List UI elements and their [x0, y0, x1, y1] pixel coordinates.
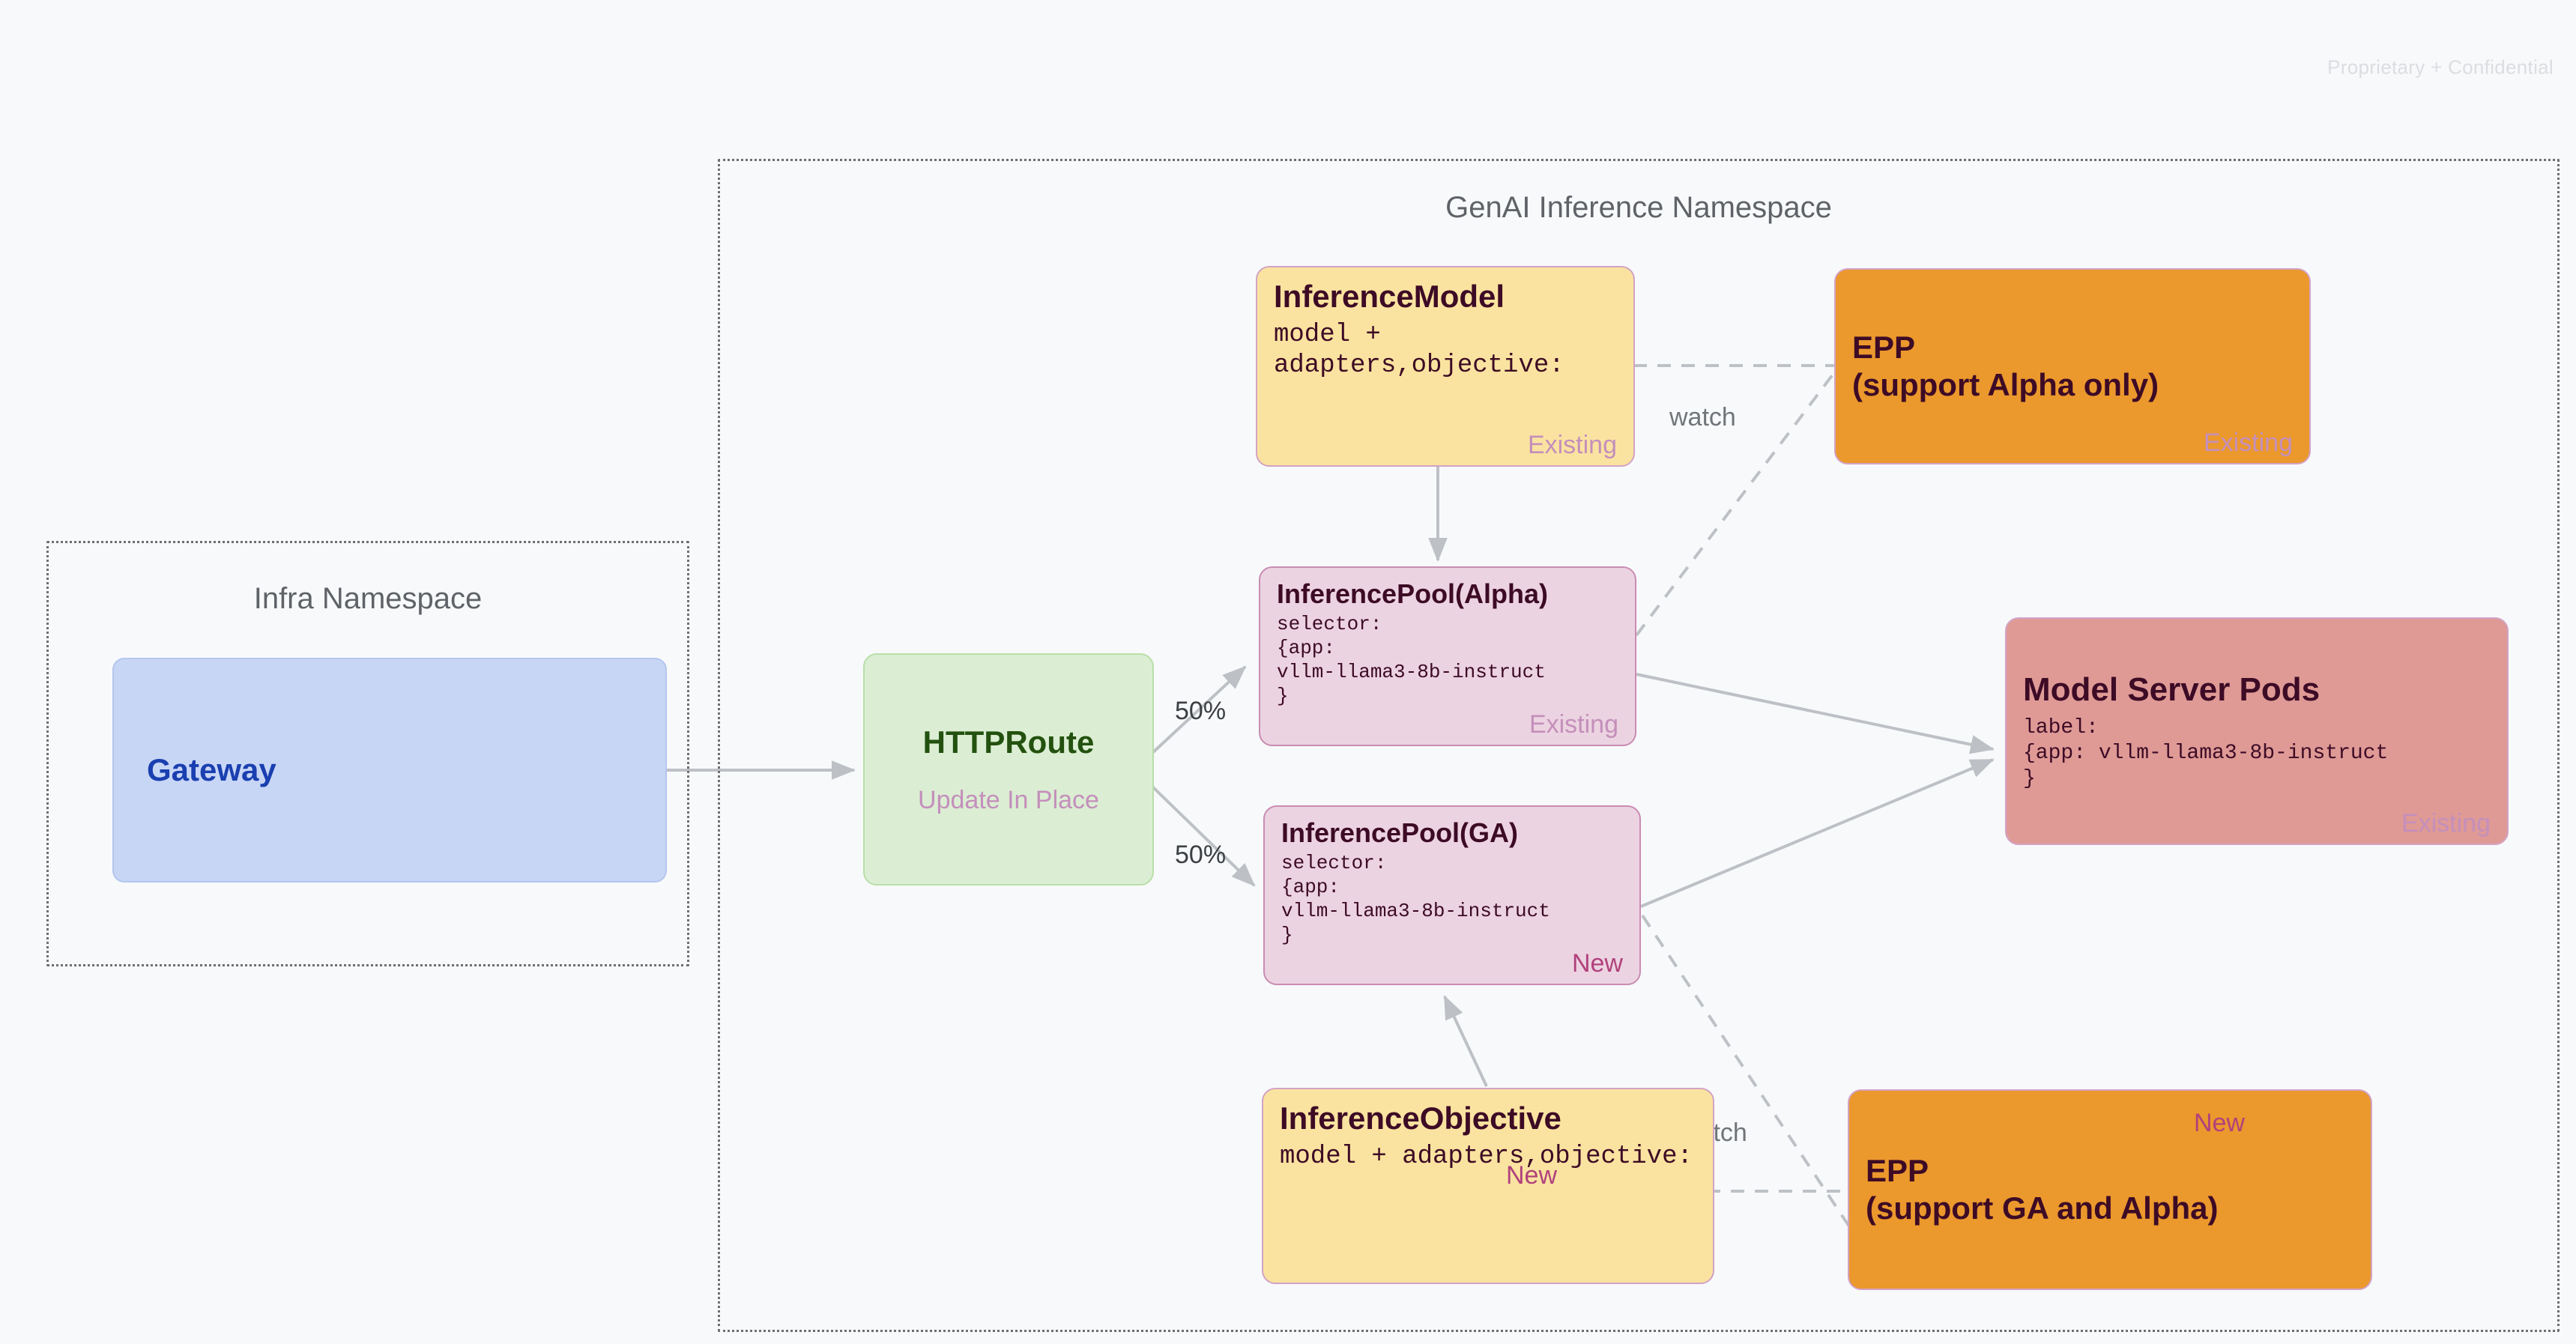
inference-objective-title: InferenceObjective	[1280, 1101, 1561, 1136]
model-server-pods-title: Model Server Pods	[2023, 671, 2320, 708]
node-gateway[interactable]: Gateway	[112, 658, 667, 883]
epp-ga-alpha-title-line2: (support GA and Alpha)	[1866, 1190, 2219, 1226]
inference-pool-ga-title: InferencePool(GA)	[1281, 817, 1519, 848]
node-epp-ga-alpha[interactable]: EPP (support GA and Alpha) New	[1848, 1089, 2372, 1290]
confidential-notice: Proprietary + Confidential	[2327, 55, 2554, 79]
inference-model-spec: model + adapters,objective:	[1274, 320, 1564, 381]
edge-label-50-percent-alpha: 50%	[1175, 697, 1227, 725]
node-model-server-pods[interactable]: Model Server Pods label: {app: vllm-llam…	[2005, 617, 2509, 845]
inference-pool-ga-status-badge: New	[1571, 949, 1623, 978]
namespace-infra: Infra Namespace	[46, 541, 689, 966]
inference-pool-alpha-title: InferencePool(Alpha)	[1277, 578, 1549, 609]
inference-pool-alpha-spec: selector: {app: vllm-llama3-8b-instruct …	[1277, 613, 1546, 707]
namespace-infra-title: Infra Namespace	[253, 582, 483, 615]
epp-ga-alpha-status-badge: New	[2193, 1109, 2245, 1137]
inference-model-title: InferenceModel	[1274, 279, 1505, 314]
namespace-genai-title: GenAI Inference Namespace	[1445, 191, 1832, 224]
edge-label-watch-alpha: watch	[1669, 403, 1736, 432]
httproute-title: HTTPRoute	[922, 724, 1095, 760]
inference-pool-alpha-status-badge: Existing	[1529, 710, 1618, 739]
inference-objective-status-badge: New	[1506, 1161, 1558, 1190]
epp-alpha-status-badge: Existing	[2203, 429, 2293, 457]
namespace-genai: GenAI Inference Namespace	[718, 159, 2560, 1332]
epp-ga-alpha-title-line1: EPP	[1866, 1153, 1929, 1189]
node-epp-alpha[interactable]: EPP (support Alpha only) Existing	[1834, 268, 2311, 464]
node-inference-model[interactable]: InferenceModel model + adapters,objectiv…	[1256, 266, 1635, 467]
httproute-subtitle: Update In Place	[918, 786, 1099, 815]
gateway-title: Gateway	[147, 752, 276, 788]
inference-objective-spec: model + adapters,objective:	[1280, 1142, 1693, 1171]
edge-label-50-percent-ga: 50%	[1175, 841, 1227, 869]
inference-pool-ga-spec: selector: {app: vllm-llama3-8b-instruct …	[1281, 852, 1550, 946]
inference-model-status-badge: Existing	[1527, 431, 1617, 459]
node-inference-pool-alpha[interactable]: InferencePool(Alpha) selector: {app: vll…	[1259, 566, 1636, 746]
node-httproute[interactable]: HTTPRoute Update In Place	[863, 653, 1154, 886]
node-inference-objective[interactable]: InferenceObjective model + adapters,obje…	[1262, 1088, 1714, 1284]
epp-alpha-title-line1: EPP	[1852, 330, 1916, 366]
model-server-pods-spec: label: {app: vllm-llama3-8b-instruct }	[2023, 715, 2389, 791]
node-inference-pool-ga[interactable]: InferencePool(GA) selector: {app: vllm-l…	[1263, 805, 1641, 985]
model-server-pods-status-badge: Existing	[2401, 809, 2491, 838]
epp-alpha-title-line2: (support Alpha only)	[1852, 367, 2159, 402]
